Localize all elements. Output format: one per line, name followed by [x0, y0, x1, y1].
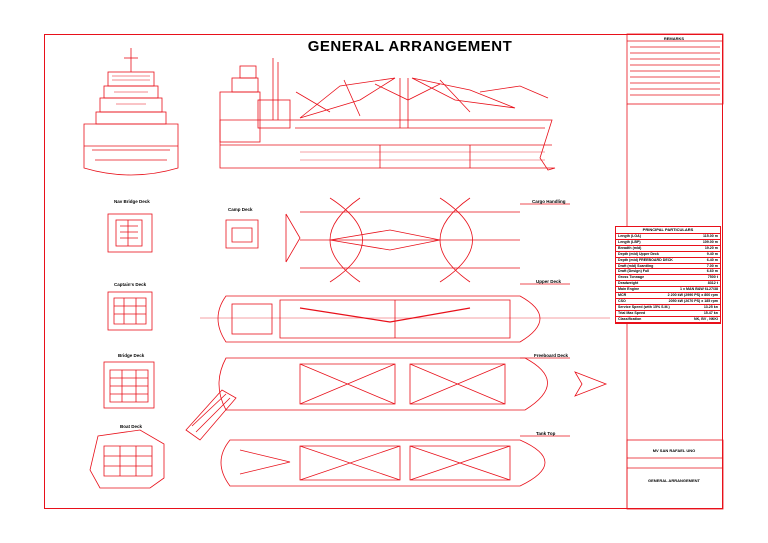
- particulars-value: 2050 kW (2670 PS) x 185 rpm: [668, 298, 718, 303]
- remarks-title: REMARKS: [663, 36, 685, 41]
- bridge-deck-plan: [103, 361, 155, 409]
- particulars-value: 19.20 m: [704, 245, 718, 250]
- camp-deck-plan: [225, 213, 301, 263]
- particulars-label: Draft (Design) Full: [618, 269, 650, 274]
- particulars-label: Depth (mld) Upper Deck: [618, 251, 659, 256]
- particulars-row: CSO 2050 kW (2670 PS) x 185 rpm: [616, 299, 720, 305]
- particulars-label: Length (LBP): [618, 239, 641, 244]
- particulars-value: 13.25 kn: [703, 304, 718, 309]
- title-block: [626, 439, 724, 510]
- label-camp-deck: Camp Deck: [228, 207, 253, 212]
- particulars-label: Length (LOA): [618, 234, 641, 238]
- particulars-row: Service Speed (with 15% S.M.) 13.25 kn: [616, 305, 720, 311]
- particulars-row: Depth (mld) FREEBOARD DECK 6.40 m: [616, 258, 720, 264]
- particulars-row: Deadweight 8312 t: [616, 281, 720, 288]
- drawing-name: GENERAL ARRANGEMENT: [647, 478, 700, 483]
- tank-top-plan: [220, 435, 570, 487]
- label-freeboard-deck: Freeboard Deck: [534, 353, 569, 358]
- principal-particulars-table: PRINCIPAL PARTICULARS Length (LOA) 115.00…: [615, 226, 721, 324]
- particulars-value: 15.47 kn: [703, 310, 718, 315]
- particulars-row: Draft (Design) Full 6.60 m: [616, 269, 720, 276]
- upper-deck-plan: [200, 283, 610, 343]
- particulars-label: Gross Tonnage: [618, 275, 645, 280]
- label-bridge-deck: Bridge Deck: [118, 353, 145, 358]
- front-view: [83, 48, 179, 176]
- particulars-row: Classification NK, BV , NKKI: [616, 317, 720, 323]
- freeboard-deck-plan: [185, 357, 608, 441]
- drawing-title: GENERAL ARRANGEMENT: [307, 38, 513, 55]
- particulars-value: 6.60 m: [706, 269, 718, 274]
- particulars-row: Draft (mld) Scantling 7.00 m: [616, 264, 720, 270]
- cargo-handling-plan: [300, 197, 570, 283]
- particulars-label: Main Engine: [618, 287, 640, 292]
- label-nav-bridge-deck: Nav Bridge Deck: [114, 199, 150, 204]
- particulars-row: Trial Max Speed 15.47 kn: [616, 311, 720, 317]
- particulars-value: 109.00 m: [702, 239, 718, 244]
- particulars-row: Gross Tonnage 7500 t: [616, 275, 720, 282]
- particulars-label: Trial Max Speed: [618, 310, 646, 315]
- particulars-value: 1 x MAN B&W 6L27/38: [680, 287, 718, 292]
- particulars-row: Length (LOA) 115.00 m: [616, 234, 720, 240]
- particulars-label: Deadweight: [618, 281, 639, 286]
- label-boat-deck: Boat Deck: [120, 424, 143, 429]
- nav-bridge-deck-plan: [107, 213, 153, 253]
- particulars-value: 115.00 m: [703, 234, 718, 238]
- particulars-value: 6.40 m: [706, 257, 718, 262]
- profile-view: [219, 58, 556, 171]
- label-tank-top: Tank Top: [536, 431, 556, 436]
- particulars-label: Classification: [618, 316, 642, 321]
- particulars-label: Depth (mld) FREEBOARD DECK: [618, 257, 673, 262]
- particulars-value: 7.00 m: [706, 263, 718, 268]
- particulars-row: Depth (mld) Upper Deck 9.40 m: [616, 252, 720, 258]
- particulars-value: 7500 t: [707, 275, 718, 280]
- particulars-row: Main Engine 1 x MAN B&W 6L27/38: [616, 287, 720, 294]
- principal-particulars-title: PRINCIPAL PARTICULARS: [616, 227, 720, 234]
- particulars-row: MCR 2 200 kW (2990 PS) x 800 rpm: [616, 293, 720, 299]
- particulars-label: Draft (mld) Scantling: [618, 263, 654, 268]
- drawing-border: [44, 34, 723, 509]
- particulars-label: MCR: [618, 293, 627, 298]
- particulars-label: Breadth (mld): [618, 245, 642, 250]
- label-captains-deck: Captain's Deck: [114, 282, 147, 287]
- boat-deck-plan: [89, 429, 165, 489]
- particulars-label: CSO: [618, 298, 626, 303]
- captains-deck-plan: [107, 291, 153, 331]
- ship-name: MV SAN RAFAEL UNO: [652, 448, 696, 453]
- label-upper-deck: Upper Deck: [536, 279, 562, 284]
- particulars-row: Breadth (mld) 19.20 m: [616, 246, 720, 252]
- particulars-value: 9.40 m: [706, 251, 718, 256]
- particulars-value: 8312 t: [707, 281, 718, 286]
- particulars-value: 2 200 kW (2990 PS) x 800 rpm: [667, 293, 718, 298]
- label-cargo-handling: Cargo Handling: [532, 199, 566, 204]
- particulars-label: Service Speed (with 15% S.M.): [618, 304, 670, 309]
- particulars-row: Length (LBP) 109.00 m: [616, 240, 720, 246]
- particulars-value: NK, BV , NKKI: [694, 316, 718, 321]
